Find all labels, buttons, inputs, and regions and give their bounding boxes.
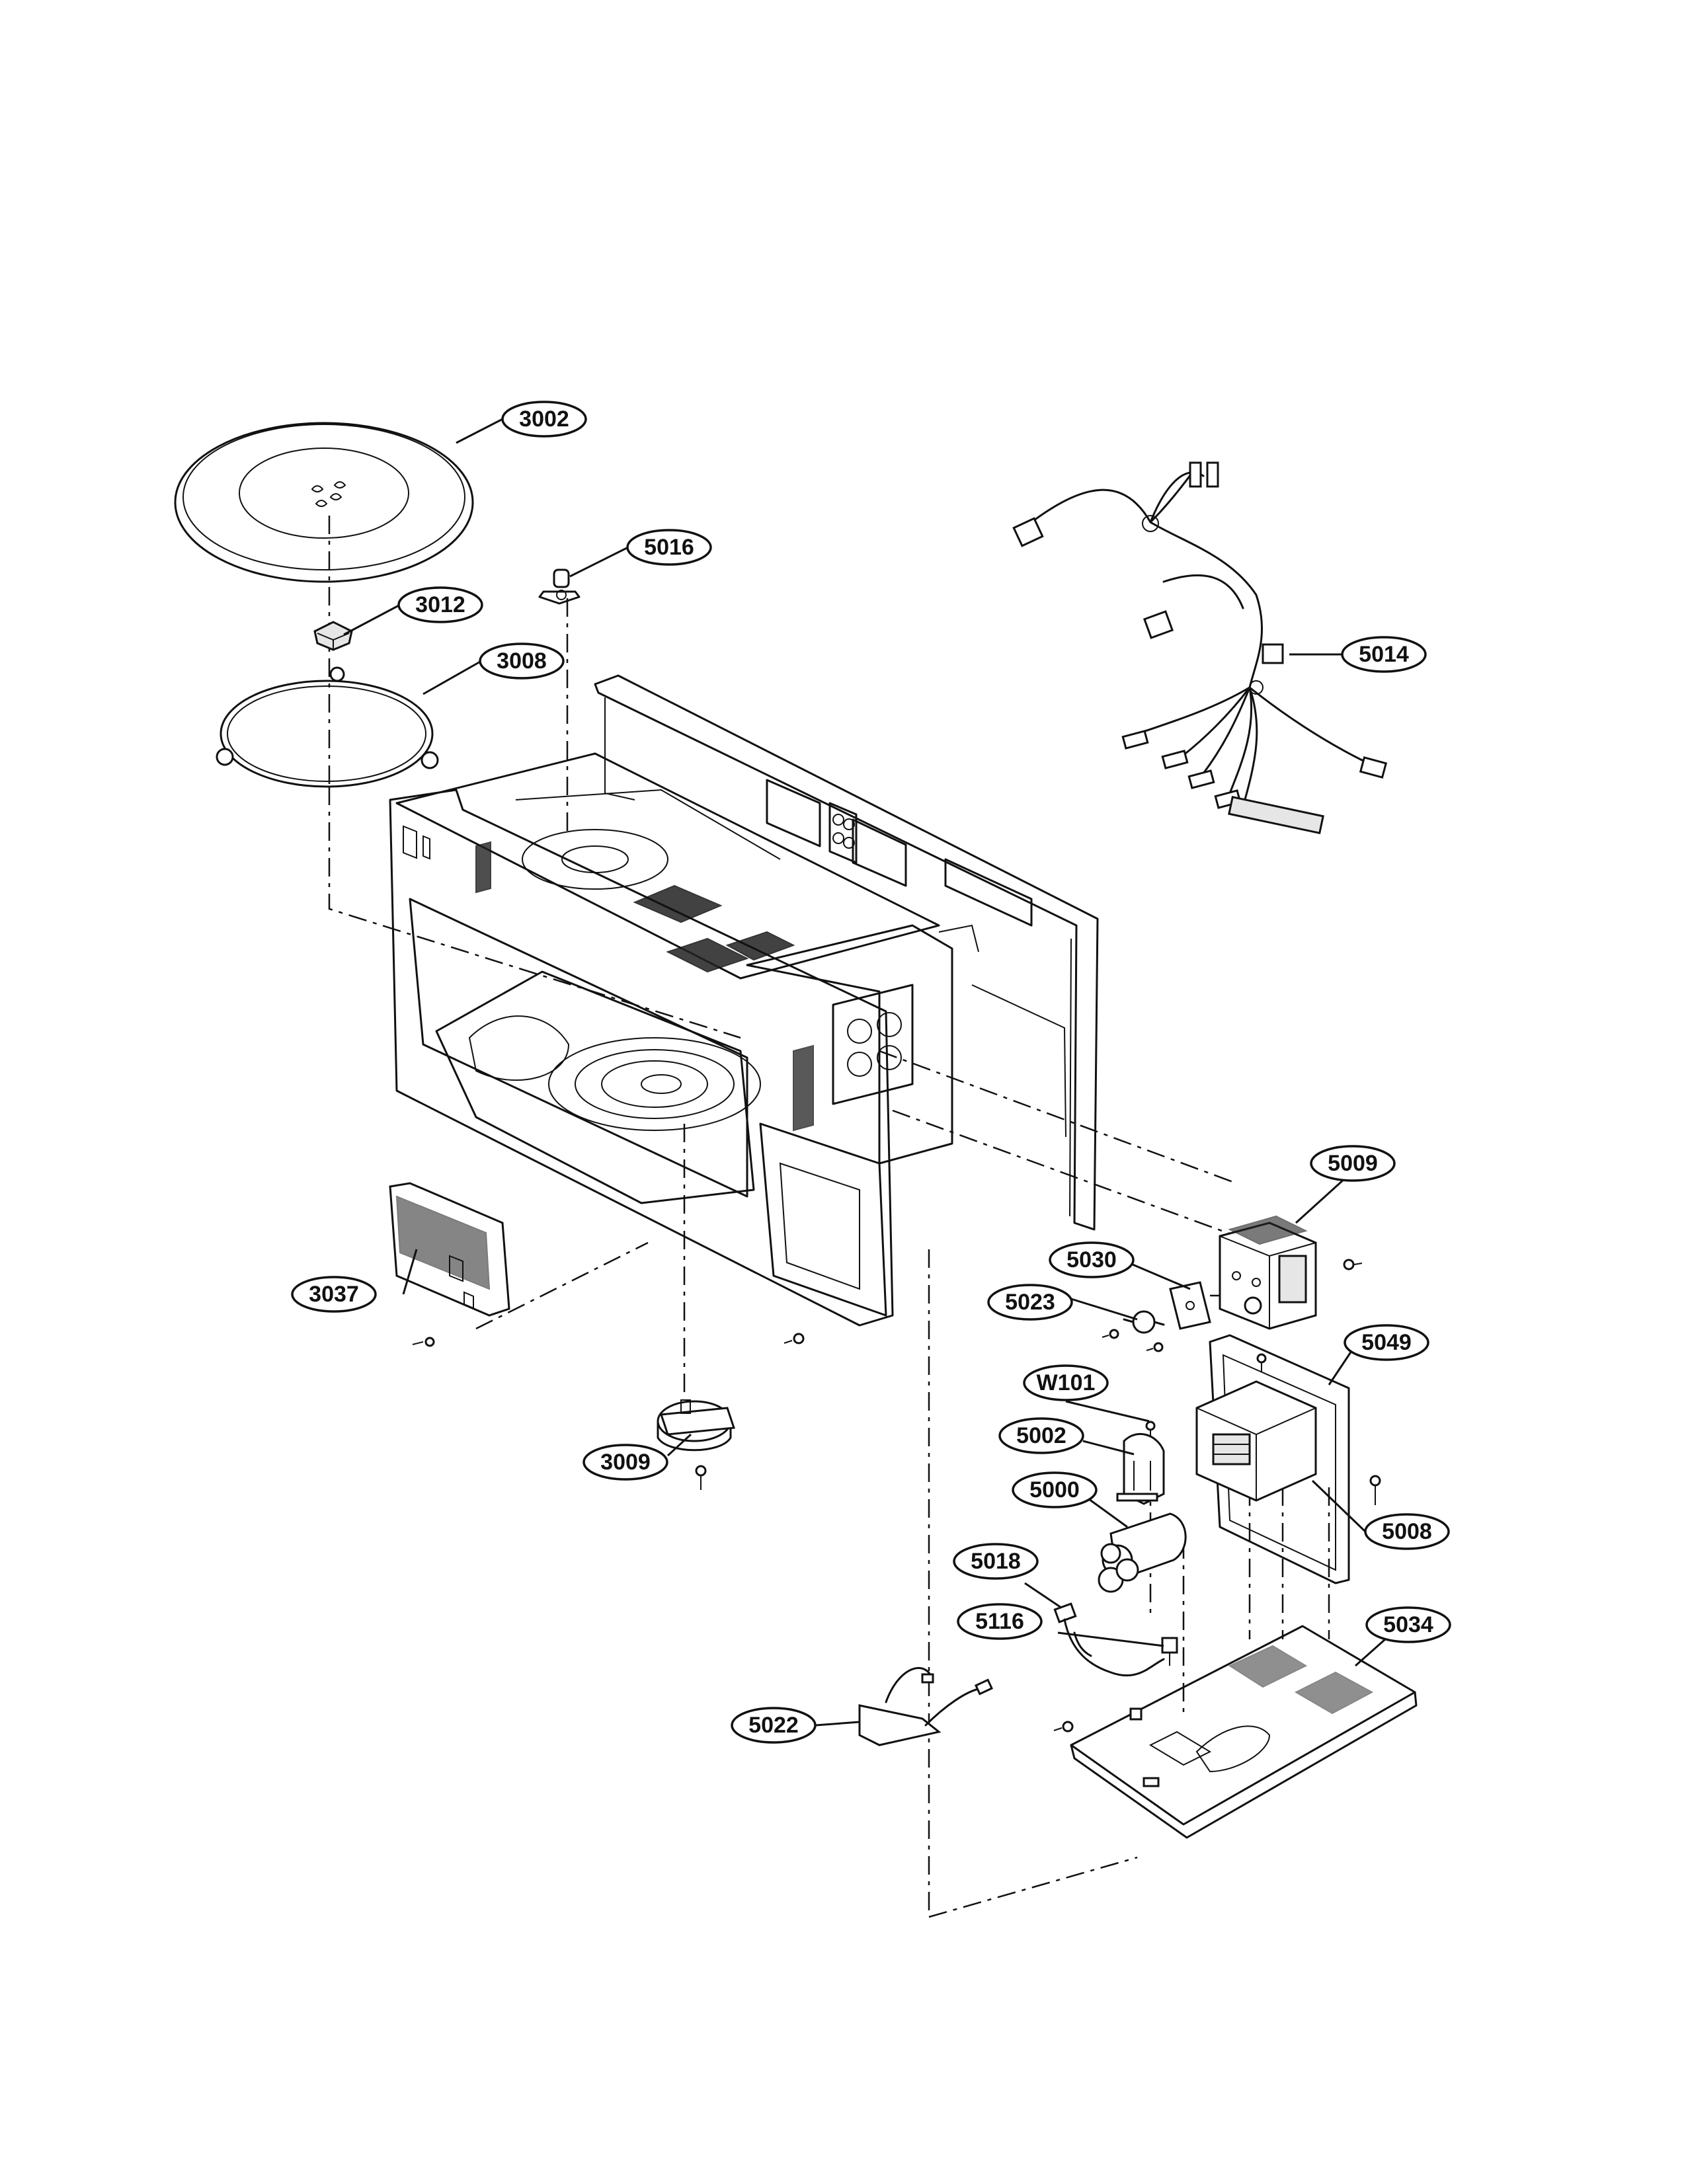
magnetron — [1219, 1215, 1317, 1330]
callout-label: 5023 — [1005, 1290, 1055, 1315]
callout-3012: 3012 — [397, 586, 483, 623]
callout-label: 5018 — [971, 1549, 1021, 1574]
callout-5016: 5016 — [626, 529, 712, 566]
callout-label: 3037 — [309, 1282, 359, 1307]
screws — [783, 1259, 1381, 1733]
callout-label: 5030 — [1066, 1247, 1117, 1272]
callout-label: 5000 — [1029, 1477, 1080, 1502]
callout-5002: 5002 — [998, 1417, 1084, 1454]
callout-label: 3002 — [519, 407, 569, 432]
thermostat-bracket — [1169, 1281, 1211, 1330]
callout-W101: W101 — [1023, 1364, 1109, 1401]
grille-plate — [389, 1182, 510, 1347]
hv-capacitor — [1098, 1512, 1187, 1593]
callout-5009: 5009 — [1310, 1145, 1396, 1182]
callout-5014: 5014 — [1341, 636, 1427, 673]
base-plate — [1070, 1625, 1418, 1839]
wire-harness — [1012, 461, 1388, 835]
callout-label: 3009 — [600, 1450, 651, 1475]
thermal-fuse — [1161, 1637, 1178, 1666]
callout-label: 5008 — [1382, 1519, 1432, 1544]
callout-3009: 3009 — [582, 1444, 668, 1481]
turntable-coupler — [313, 621, 353, 651]
leader-lines — [343, 418, 1386, 1727]
callout-5023: 5023 — [987, 1284, 1073, 1321]
callout-label: 5022 — [748, 1713, 799, 1738]
callout-5008: 5008 — [1364, 1513, 1450, 1550]
roller-ring — [216, 666, 439, 788]
oven-cavity-chassis — [389, 674, 1099, 1327]
hv-transformer — [1195, 1380, 1317, 1502]
callout-3008: 3008 — [479, 643, 565, 680]
callout-label: 5116 — [975, 1609, 1024, 1634]
callout-5049: 5049 — [1344, 1324, 1429, 1361]
callout-label: 3012 — [415, 592, 465, 617]
hv-fuse-wire — [1053, 1602, 1165, 1677]
callout-5034: 5034 — [1365, 1606, 1451, 1643]
sensor-switch — [858, 1667, 994, 1746]
callout-5022: 5022 — [731, 1707, 817, 1744]
callout-label: 5049 — [1361, 1330, 1412, 1355]
glass-turntable-tray — [174, 422, 474, 583]
callout-label: 5014 — [1359, 642, 1409, 667]
callout-5116: 5116 — [957, 1603, 1043, 1640]
callout-3037: 3037 — [291, 1276, 377, 1313]
callout-label: 5034 — [1383, 1612, 1433, 1637]
callout-5000: 5000 — [1012, 1471, 1098, 1508]
callout-label: 5016 — [644, 535, 694, 560]
callout-5018: 5018 — [953, 1543, 1039, 1580]
callout-label: 3008 — [497, 648, 547, 674]
callout-label: 5009 — [1328, 1151, 1378, 1176]
callout-3002: 3002 — [501, 401, 587, 438]
hv-fuse-holder — [1116, 1432, 1165, 1505]
callout-label: 5002 — [1016, 1423, 1066, 1448]
callout-5030: 5030 — [1049, 1241, 1135, 1278]
thermostat-cavity — [1123, 1310, 1165, 1334]
turntable-motor — [657, 1399, 736, 1490]
callout-label: W101 — [1037, 1370, 1096, 1395]
thermostat-top — [538, 568, 581, 605]
